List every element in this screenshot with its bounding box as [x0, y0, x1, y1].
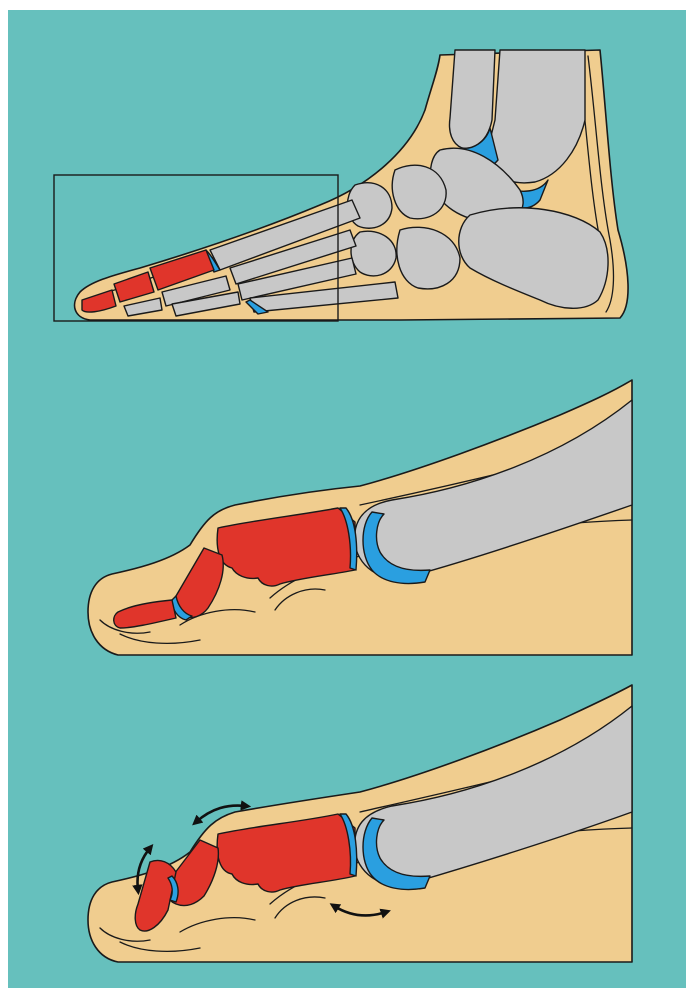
foot-illustration [0, 0, 693, 998]
anatomy-figure [0, 0, 693, 998]
